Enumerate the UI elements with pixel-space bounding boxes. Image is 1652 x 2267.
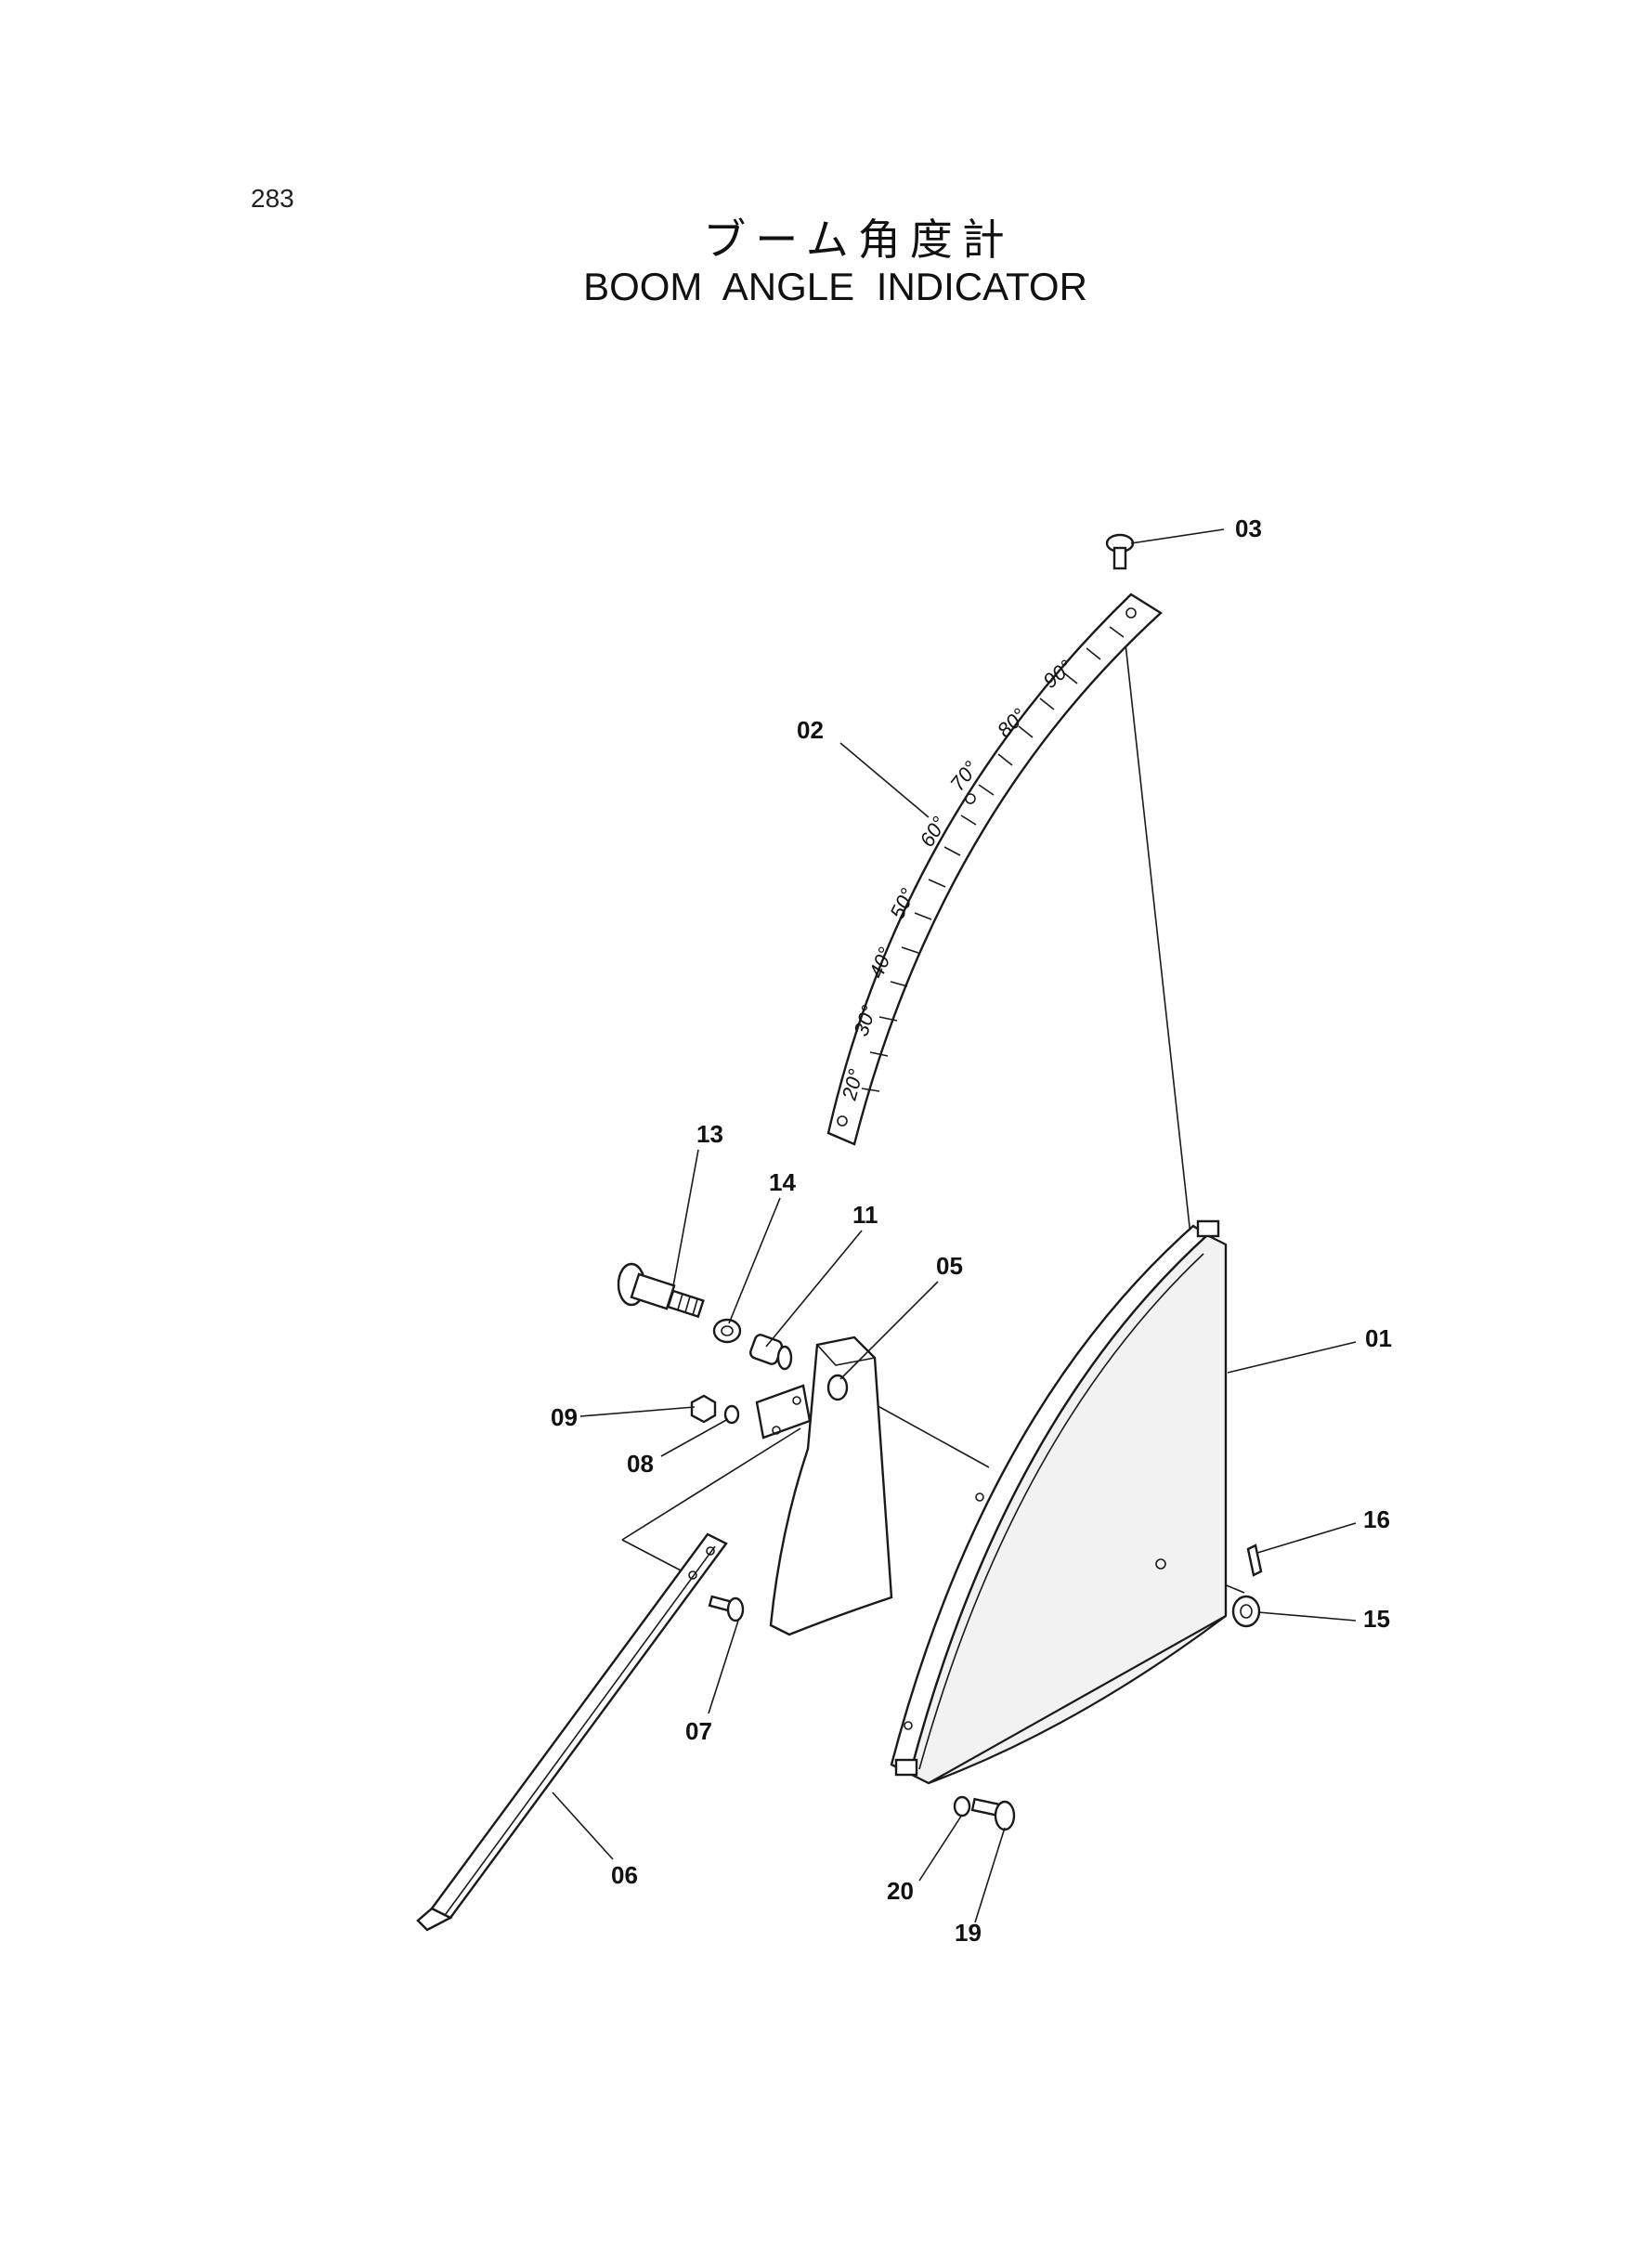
washer-20 <box>953 1795 971 1818</box>
callout-16: 16 <box>1363 1505 1390 1533</box>
callout-06: 06 <box>611 1861 638 1889</box>
callout-15: 15 <box>1363 1605 1390 1633</box>
callout-03: 03 <box>1235 515 1262 542</box>
callout-05: 05 <box>936 1252 963 1280</box>
callout-01: 01 <box>1365 1324 1392 1352</box>
pointer-arm-06 <box>416 1532 728 1932</box>
callout-labels: 03 02 13 14 11 05 01 09 08 16 15 07 06 2… <box>551 515 1392 1947</box>
washer-14 <box>712 1318 742 1344</box>
washer-08 <box>723 1404 740 1425</box>
title-japanese: ブーム角度計 <box>703 215 1014 265</box>
leader-lines <box>552 528 1357 1923</box>
scale-ticks <box>861 626 1125 1092</box>
screw-03 <box>1105 533 1135 570</box>
nut-15 <box>1231 1595 1261 1628</box>
angle-scale-strip: 20° 30° 40° 50° 60° 70° 80° 90° <box>826 593 1163 1146</box>
bolt-19 <box>970 1797 1016 1831</box>
callout-07: 07 <box>685 1717 712 1745</box>
callout-11: 11 <box>852 1201 878 1229</box>
title-english: BOOM ANGLE INDICATOR <box>583 265 1087 308</box>
bushing-11 <box>748 1334 793 1371</box>
pin-16 <box>1246 1544 1263 1577</box>
callout-08: 08 <box>627 1450 654 1478</box>
quadrant-plate <box>890 1219 1228 1785</box>
callout-09: 09 <box>551 1403 578 1431</box>
callout-19: 19 <box>955 1919 982 1947</box>
callout-13: 13 <box>696 1120 723 1148</box>
page-number: 283 <box>251 184 294 213</box>
nut-09 <box>690 1394 717 1424</box>
plate-tab <box>755 1384 812 1440</box>
callout-14: 14 <box>769 1168 796 1196</box>
callout-02: 02 <box>797 716 824 744</box>
screw-07 <box>708 1595 745 1622</box>
callout-20: 20 <box>887 1877 914 1905</box>
bracket-05 <box>769 1335 893 1636</box>
pin-13 <box>617 1262 705 1319</box>
